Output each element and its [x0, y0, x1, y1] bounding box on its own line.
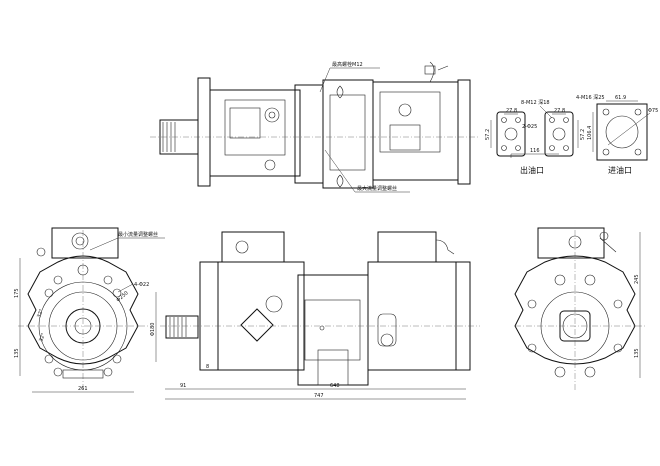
rear-flange-outline — [514, 255, 636, 365]
angle-front-a: 32° — [36, 308, 45, 319]
side-view: Φ180 8 91 648 747 — [150, 231, 480, 400]
dim-rear-upper: 245 — [634, 274, 640, 284]
dim-inlet-width: 61.9 — [615, 95, 626, 101]
dim-side-step: 8 — [206, 364, 209, 370]
inlet-label: 进油口 — [608, 165, 632, 175]
dim-side-pilot: Φ180 — [150, 323, 156, 336]
dim-front-pcd: Φ250 — [115, 290, 129, 303]
rear-flange — [457, 79, 471, 185]
dim-rear-lower: 135 — [634, 348, 640, 358]
callout-max-flow-screw: 最大流量调整螺丝 — [357, 185, 397, 192]
dim-side-shaft: 91 — [180, 383, 186, 389]
dim-side-total: 747 — [314, 393, 324, 399]
dim-outlet-height-b: 57.2 — [580, 129, 586, 140]
outlet-port-detail: 27.8 27.8 8-M12 深18 2-Φ25 57.2 57.2 116 … — [485, 99, 586, 175]
dim-outlet-height-a: 57.2 — [485, 129, 491, 140]
dim-front-holes: 4-Φ22 — [134, 282, 149, 288]
front-flange-outline — [27, 255, 139, 365]
dim-front-upper: 175 — [14, 288, 20, 298]
dim-front-lower: 135 — [14, 348, 20, 358]
angle-front-b: 32° — [38, 332, 47, 343]
dim-outlet-pitch-a: 27.8 — [506, 108, 517, 114]
dim-inlet-bore: Φ75 — [648, 108, 658, 114]
inlet-port-detail: 4-M16 深25 61.9 Φ75 106.4 进油口 — [576, 94, 658, 175]
outlet-label: 出油口 — [520, 165, 544, 175]
dim-outlet-spacing: 116 — [530, 148, 540, 154]
dim-side-body: 648 — [330, 383, 340, 389]
front-flange — [197, 77, 211, 187]
dim-outlet-bore: 2-Φ25 — [522, 124, 537, 130]
callout-min-flow-screw: 最小流量调整螺丝 — [118, 231, 158, 238]
dim-front-width: 261 — [78, 386, 88, 392]
callout-relief-bolt: 最高螺栓M12 — [332, 61, 363, 68]
dim-outlet-thread: 8-M12 深18 — [521, 99, 550, 106]
dim-inlet-thread: 4-M16 深25 — [576, 94, 605, 101]
side-shaft — [165, 315, 199, 339]
rear-view: 245 135 — [514, 227, 645, 390]
top-view: 最高螺栓M12 最大流量调整螺丝 — [150, 61, 480, 193]
front-view: 175 135 261 4-Φ22 Φ250 32° 32° 最小流量调整螺丝 — [14, 227, 165, 393]
dim-inlet-height: 106.4 — [587, 126, 593, 140]
dim-outlet-pitch-b: 27.8 — [554, 108, 565, 114]
